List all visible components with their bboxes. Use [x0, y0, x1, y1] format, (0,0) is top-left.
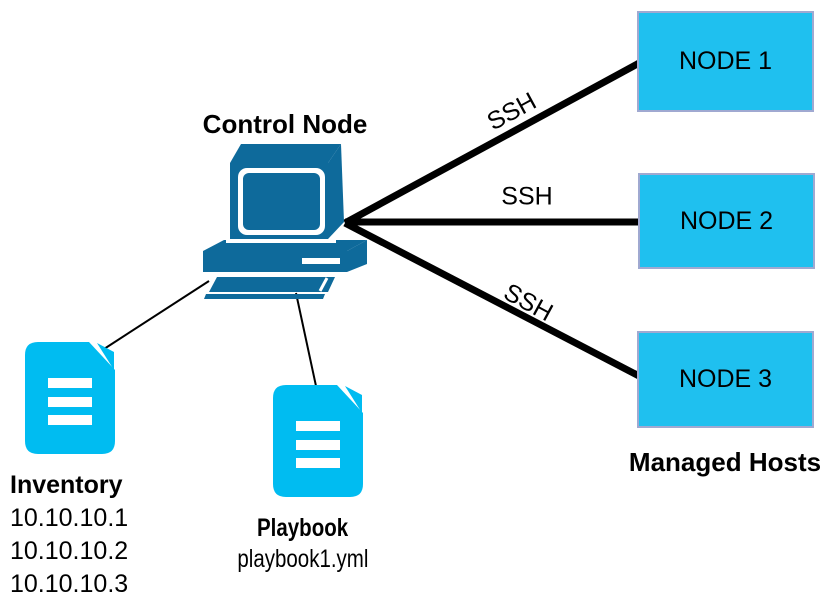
playbook-document-icon [273, 385, 363, 497]
folded-corner [345, 386, 362, 413]
disk-slot [302, 258, 340, 264]
control-node-label: Control Node [202, 109, 368, 139]
inventory-label: Inventory [10, 471, 123, 499]
inventory-document-icon [25, 342, 115, 454]
keyboard [209, 277, 335, 292]
desktop-computer-icon [203, 144, 367, 299]
playbook-filename: playbook1.yml [237, 545, 369, 573]
monitor-side-face [328, 144, 344, 239]
screen [243, 173, 320, 230]
inventory-host-3: 10.10.10.3 [10, 570, 129, 597]
ssh-connection-line-node1 [343, 58, 643, 227]
playbook-link-line [295, 292, 317, 387]
managed-hosts-caption: Managed Hosts [628, 447, 822, 477]
playbook-label: Playbook [257, 514, 349, 542]
node-3-label: NODE 3 [678, 365, 773, 393]
monitor-top-face [230, 144, 341, 163]
system-unit-front [203, 251, 347, 272]
playbook-block: Playbook playbook1.yml [223, 513, 383, 575]
node-2-label: NODE 2 [679, 206, 774, 235]
node-2-box: NODE 2 [638, 173, 815, 269]
folded-corner [97, 343, 114, 370]
inventory-link-line [103, 280, 210, 350]
keyboard-base [204, 294, 325, 299]
inventory-host-2: 10.10.10.2 [10, 537, 129, 565]
node-1-label: NODE 1 [678, 47, 773, 75]
ssh-connection-line-node3 [343, 219, 643, 381]
node-3-box: NODE 3 [637, 331, 814, 428]
inventory-host-1: 10.10.10.1 [10, 504, 129, 532]
node-1-box: NODE 1 [637, 11, 814, 112]
system-unit-side [347, 240, 367, 272]
inventory-block: Inventory 10.10.10.1 10.10.10.2 10.10.10… [10, 469, 128, 597]
ssh-label-2: SSH [501, 182, 553, 211]
